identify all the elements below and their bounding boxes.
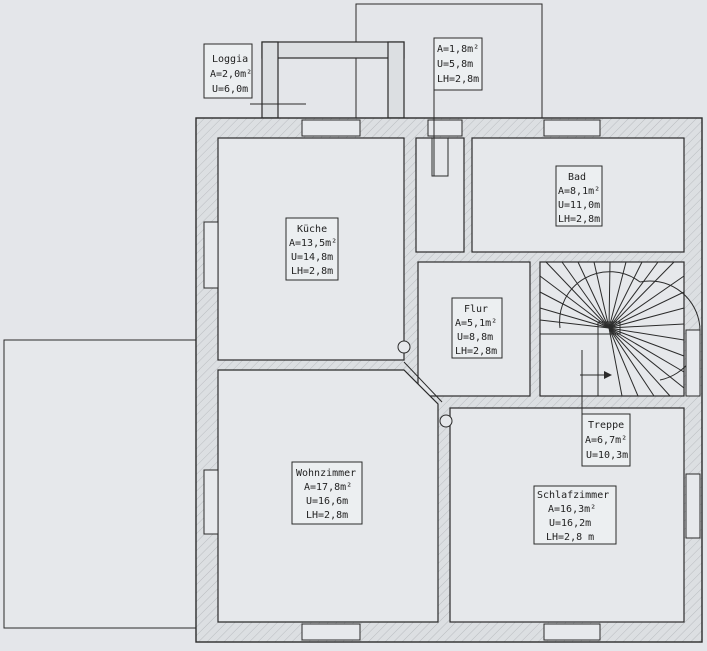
room-small <box>415 137 465 253</box>
loggia-walls <box>261 41 405 119</box>
diagonal-wall <box>403 361 443 403</box>
label-bad: Bad A=8,1m² U=11,0m LH=2,8m <box>555 165 603 227</box>
stair-tread-line <box>608 327 685 373</box>
svg-text:Wohnzimmer: Wohnzimmer <box>296 468 356 479</box>
label-flur: Flur A=5,1m² U=8,8m LH=2,8m <box>451 297 503 359</box>
svg-text:Bad: Bad <box>568 172 586 183</box>
svg-text:LH=2,8m: LH=2,8m <box>291 266 333 277</box>
label-wohnzimmer: Wohnzimmer A=17,8m² U=16,6m LH=2,8m <box>291 461 363 525</box>
stair-tread-line <box>608 327 639 397</box>
staircase <box>539 261 701 397</box>
stair-tread-line <box>608 327 623 397</box>
svg-text:U=5,8m: U=5,8m <box>437 59 473 70</box>
annex-outline <box>355 3 543 118</box>
svg-text:U=16,6m: U=16,6m <box>306 496 348 507</box>
stair-tread-line <box>608 327 655 397</box>
svg-text:U=10,3m: U=10,3m <box>586 450 628 461</box>
label-treppe: Treppe A=6,7m² U=10,3m <box>581 413 631 467</box>
svg-text:Treppe: Treppe <box>588 420 624 431</box>
shaft-outline <box>431 138 449 177</box>
svg-text:A=2,0m²: A=2,0m² <box>210 69 252 80</box>
stair-tread-line <box>608 327 685 389</box>
windows <box>203 119 701 641</box>
stair-tread-line <box>539 291 610 329</box>
column-lower <box>439 414 453 428</box>
svg-text:LH=2,8m: LH=2,8m <box>455 346 497 357</box>
svg-text:A=17,8m²: A=17,8m² <box>304 482 352 493</box>
stair-tread-line <box>539 275 610 329</box>
svg-text:A=1,8m²: A=1,8m² <box>437 44 479 55</box>
stair-tread-line <box>608 261 611 329</box>
stair-tread-line <box>561 261 610 329</box>
stair-tread-line <box>545 261 610 329</box>
column-upper <box>397 340 411 354</box>
stair-arrow <box>604 371 612 379</box>
label-kueche: Küche A=13,5m² U=14,8m LH=2,8m <box>285 217 339 281</box>
stair-tread-line <box>608 291 685 329</box>
stair-tread-line <box>608 261 643 329</box>
svg-text:Schlafzimmer: Schlafzimmer <box>537 490 609 501</box>
svg-text:A=8,1m²: A=8,1m² <box>558 186 600 197</box>
svg-text:Loggia: Loggia <box>212 54 248 65</box>
stair-tread-line <box>608 327 671 397</box>
stair-tread-line <box>608 327 685 341</box>
label-small-room: A=1,8m² U=5,8m LH=2,8m <box>433 37 483 91</box>
stair-tread-line <box>608 261 675 329</box>
stair-tread-line <box>608 261 627 329</box>
stair-tread-line <box>608 307 685 329</box>
stair-tread-line <box>577 261 610 329</box>
svg-text:U=16,2m: U=16,2m <box>549 518 591 529</box>
svg-text:A=5,1m²: A=5,1m² <box>455 318 497 329</box>
svg-text:U=6,0m: U=6,0m <box>212 84 248 95</box>
svg-text:LH=2,8 m: LH=2,8 m <box>546 532 594 543</box>
svg-text:A=16,3m²: A=16,3m² <box>548 504 596 515</box>
stair-tread-line <box>608 275 685 329</box>
svg-text:LH=2,8m: LH=2,8m <box>558 214 600 225</box>
stair-tread-line <box>593 261 610 329</box>
stair-tread-line <box>608 327 685 357</box>
svg-text:U=8,8m: U=8,8m <box>457 332 493 343</box>
stair-tread-line <box>539 307 610 329</box>
svg-text:Küche: Küche <box>297 224 327 235</box>
label-loggia: Loggia A=2,0m² U=6,0m <box>203 43 253 99</box>
stair-tread-line <box>608 323 685 329</box>
stair-tread-line <box>539 319 610 329</box>
svg-text:A=13,5m²: A=13,5m² <box>289 238 337 249</box>
svg-text:U=11,0m: U=11,0m <box>558 200 600 211</box>
svg-text:U=14,8m: U=14,8m <box>291 252 333 263</box>
svg-text:LH=2,8m: LH=2,8m <box>437 74 479 85</box>
neighbour-building <box>3 339 197 629</box>
svg-text:LH=2,8m: LH=2,8m <box>306 510 348 521</box>
stair-tread-line <box>608 261 659 329</box>
svg-text:A=6,7m²: A=6,7m² <box>585 435 627 446</box>
svg-text:Flur: Flur <box>464 304 488 315</box>
label-schlafzimmer: Schlafzimmer A=16,3m² U=16,2m LH=2,8 m <box>533 485 617 545</box>
